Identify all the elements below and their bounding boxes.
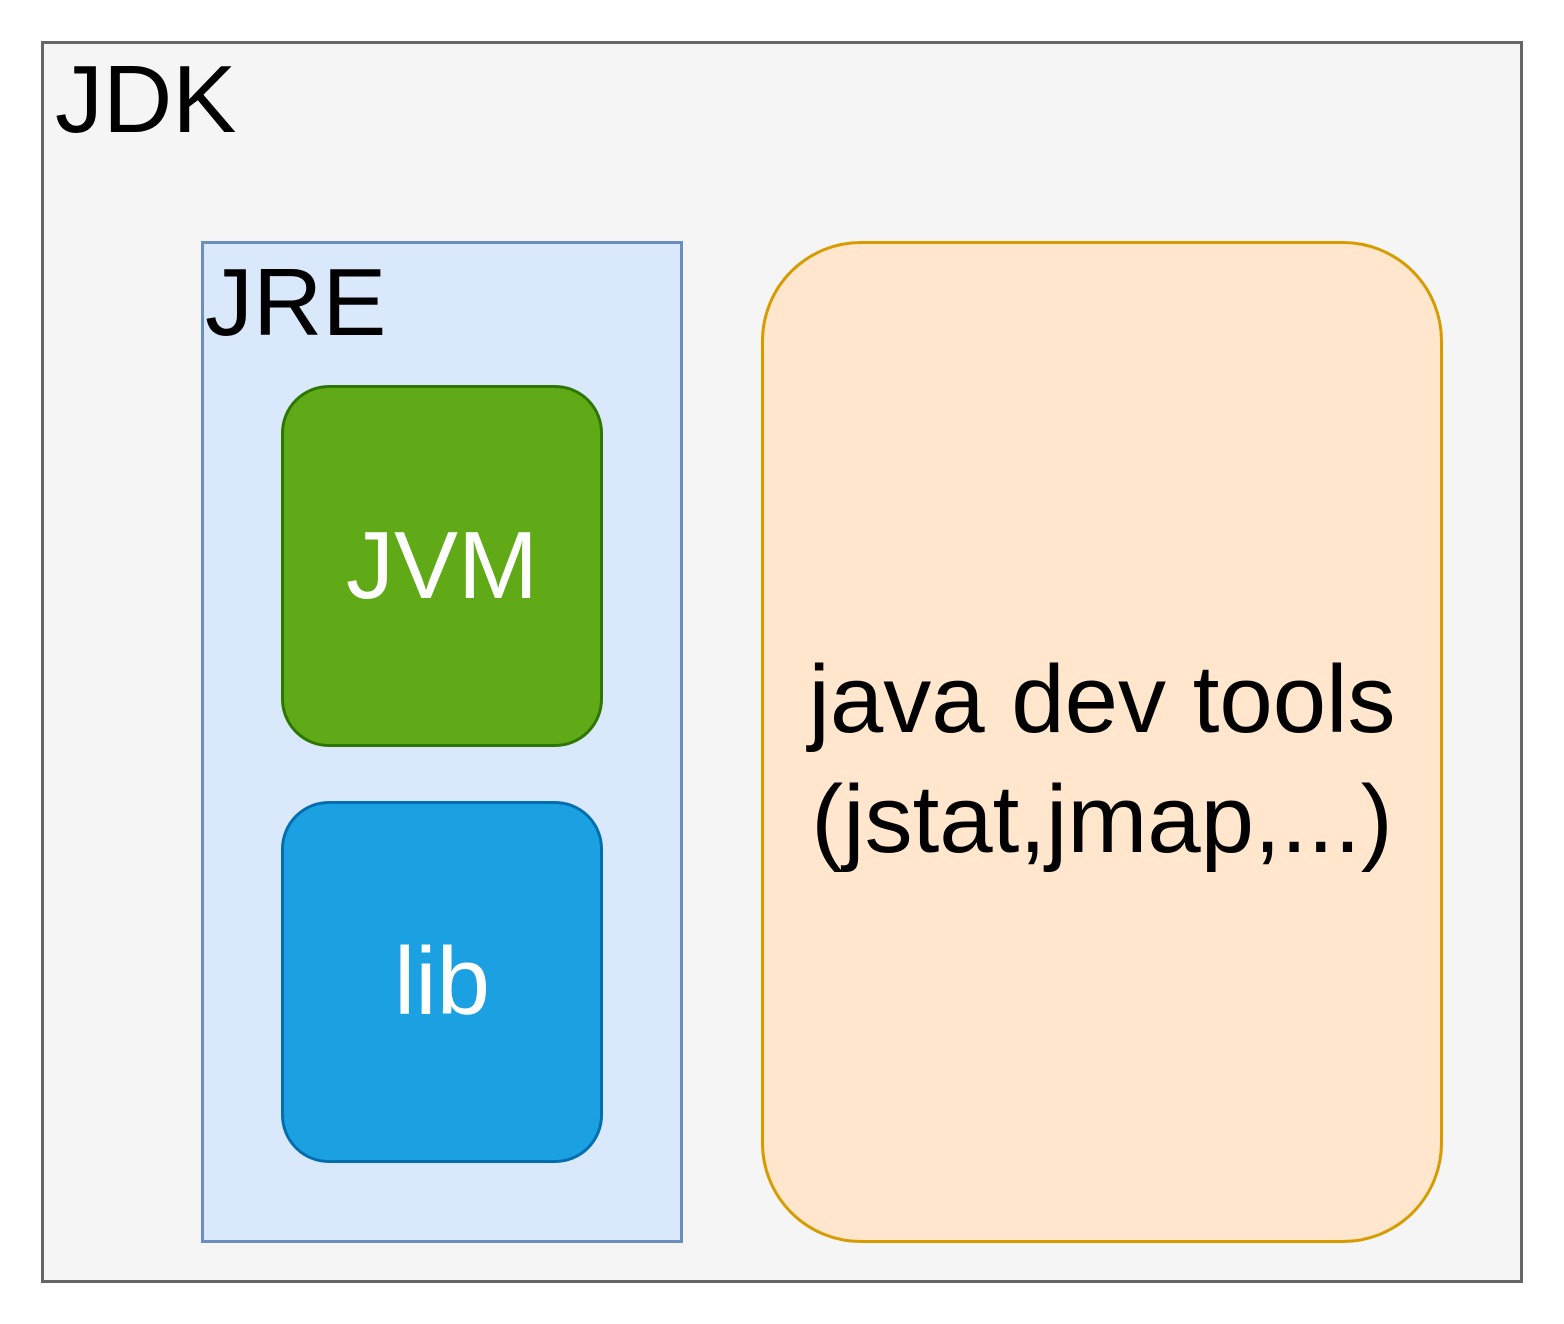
dev-tools-examples: (jstat,jmap,...) — [811, 766, 1393, 873]
jvm-box: JVM — [281, 385, 603, 747]
jdk-label: JDK — [55, 46, 237, 153]
dev-tools-text: java dev tools (jstat,jmap,...) — [761, 640, 1443, 880]
lib-label: lib — [393, 928, 491, 1035]
lib-box: lib — [281, 801, 603, 1163]
dev-tools-box — [761, 241, 1443, 1243]
jre-label: JRE — [205, 249, 387, 356]
jvm-label: JVM — [346, 512, 538, 619]
dev-tools-title: java dev tools — [808, 646, 1396, 753]
